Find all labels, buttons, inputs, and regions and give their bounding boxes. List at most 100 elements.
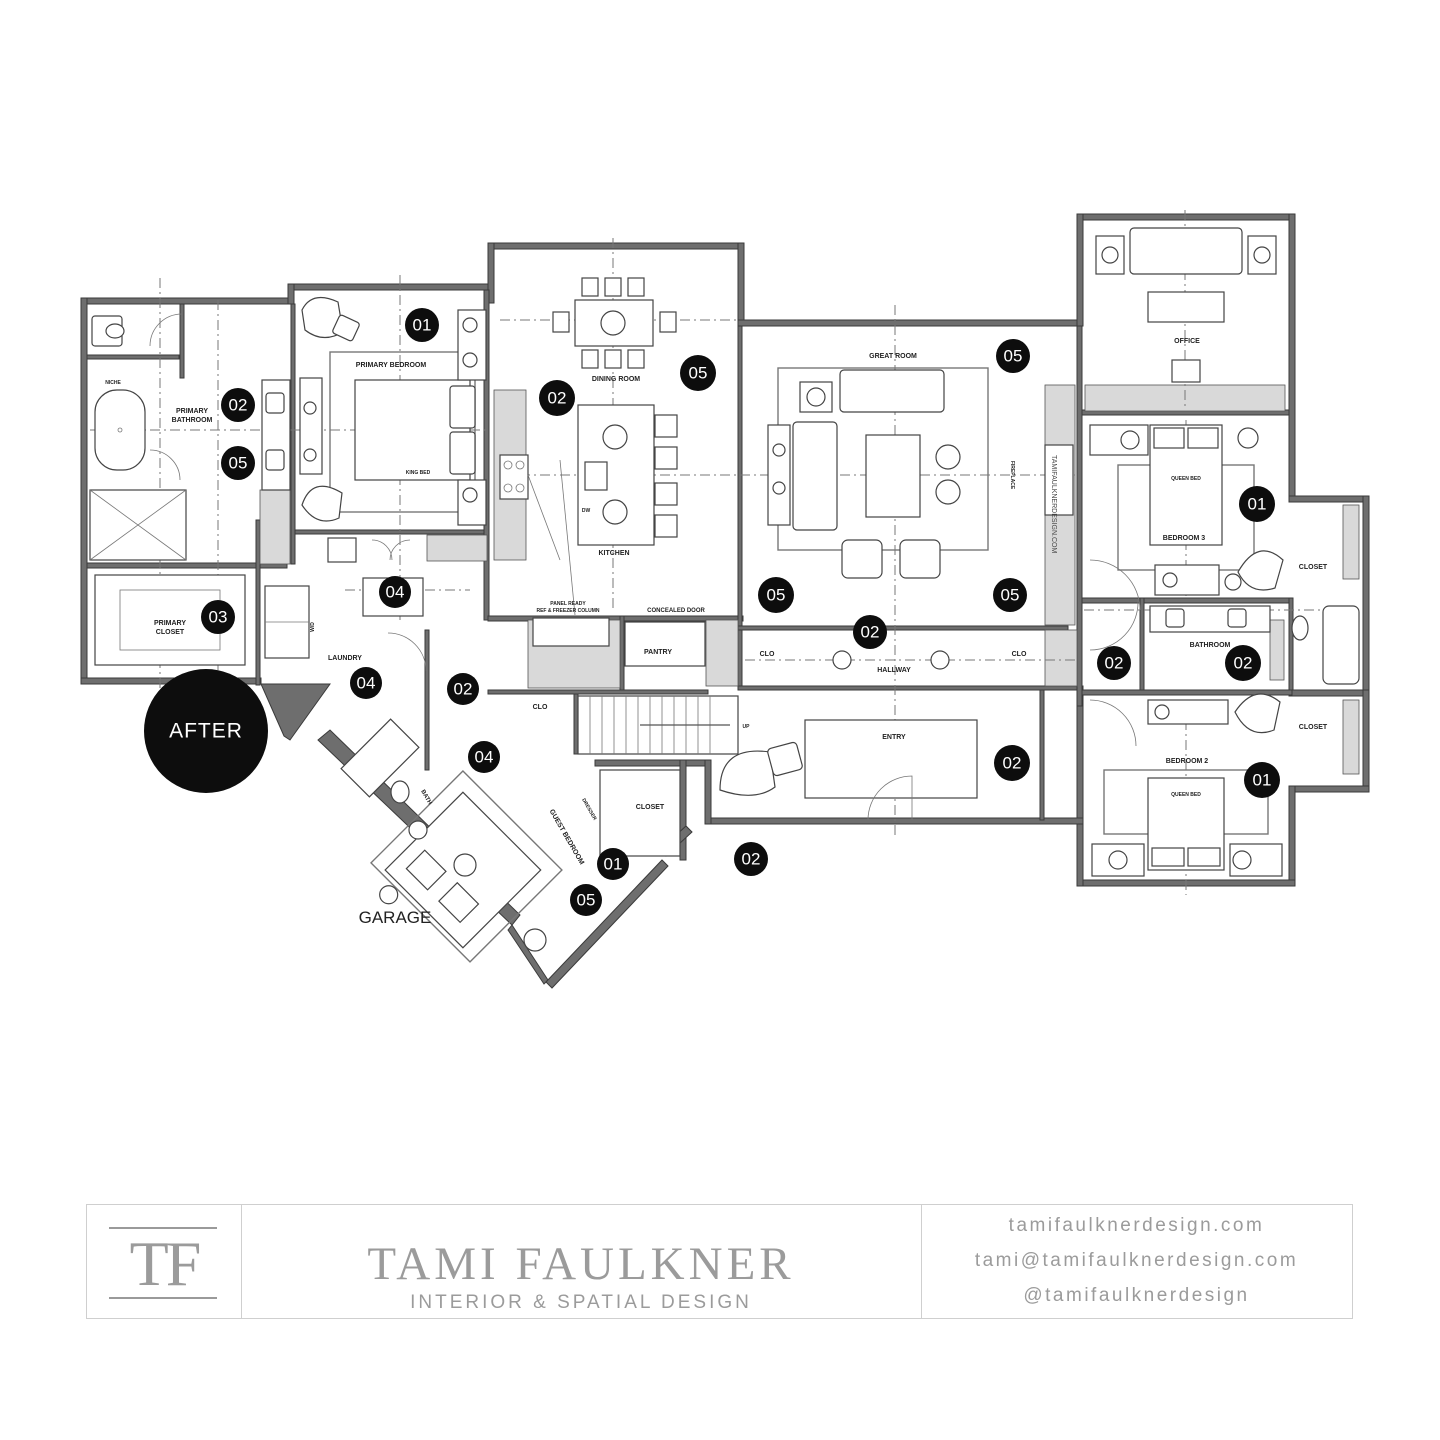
label-dresser: DRESSER xyxy=(580,798,597,822)
label-closet-b3: CLOSET xyxy=(1299,564,1328,571)
tag-guest-bath: 04 xyxy=(468,741,500,773)
brand-name-panel: TAMI FAULKNER INTERIOR & SPATIAL DESIGN xyxy=(241,1205,922,1318)
primary-bedroom-furniture xyxy=(299,296,487,526)
interior-walls xyxy=(86,289,1294,821)
svg-text:02: 02 xyxy=(454,680,473,699)
label-panel-ready-2: REF & FREEZER COLUMN xyxy=(536,608,599,614)
label-dw: DW xyxy=(582,508,591,514)
svg-text:05: 05 xyxy=(767,586,786,605)
tag-primary-closet: 03 xyxy=(201,600,235,634)
svg-text:05: 05 xyxy=(689,364,708,383)
svg-text:03: 03 xyxy=(209,608,228,627)
label-king-bed: KING BED xyxy=(406,470,431,476)
tag-entry: 02 xyxy=(994,745,1030,781)
label-wd: W/D xyxy=(310,622,316,632)
label-bath: BATH xyxy=(419,789,432,806)
svg-text:01: 01 xyxy=(1248,495,1267,514)
tag-guest-b: 05 xyxy=(570,884,602,916)
svg-text:AFTER: AFTER xyxy=(169,720,243,743)
label-bathroom: BATHROOM xyxy=(1190,642,1231,649)
label-hallway: HALLWAY xyxy=(877,667,911,674)
label-bedroom-2: BEDROOM 2 xyxy=(1166,758,1209,765)
tag-bedroom-3: 01 xyxy=(1239,486,1275,522)
tag-dining-a: 02 xyxy=(539,380,575,416)
label-niche: NICHE xyxy=(105,380,121,386)
tag-great-room-tr: 05 xyxy=(996,339,1030,373)
bathroom-fixtures xyxy=(1149,605,1360,685)
label-concealed-door: CONCEALED DOOR xyxy=(647,608,705,614)
svg-text:02: 02 xyxy=(229,396,248,415)
website-link[interactable]: tamifaulknerdesign.com xyxy=(1008,1215,1265,1236)
bedroom-2-furniture xyxy=(1091,693,1283,877)
label-primary-closet-1: PRIMARY xyxy=(154,620,186,627)
tag-primary-bath-b: 05 xyxy=(221,446,255,480)
brand-tagline: INTERIOR & SPATIAL DESIGN xyxy=(410,1292,752,1313)
svg-text:02: 02 xyxy=(1105,654,1124,673)
svg-text:02: 02 xyxy=(1003,754,1022,773)
label-fireplace: FIREPLACE xyxy=(1009,461,1015,490)
logo-rule-top xyxy=(109,1227,217,1229)
brand-name: TAMI FAULKNER xyxy=(367,1238,795,1290)
bedroom-3-furniture xyxy=(1089,424,1284,596)
tag-guest-a: 01 xyxy=(597,848,629,880)
tag-bath-b: 02 xyxy=(1225,645,1261,681)
label-clo-left: CLO xyxy=(760,651,775,658)
label-primary-bathroom-1: PRIMARY xyxy=(176,408,208,415)
email-link[interactable]: tami@tamifaulknerdesign.com xyxy=(974,1250,1299,1271)
label-clo-stair: CLO xyxy=(533,704,548,711)
tag-dining-b: 05 xyxy=(680,355,716,391)
label-queen-bed-2: QUEEN BED xyxy=(1171,792,1201,798)
svg-text:01: 01 xyxy=(604,855,623,874)
tag-bath-a: 02 xyxy=(1097,646,1131,680)
label-entry: ENTRY xyxy=(882,734,906,741)
svg-text:04: 04 xyxy=(357,674,376,693)
plan-watermark: TAMIFAULKNERDESIGN.COM xyxy=(1050,455,1057,553)
svg-text:02: 02 xyxy=(548,389,567,408)
contact-panel: tamifaulknerdesign.com tami@tamifaulkner… xyxy=(921,1205,1352,1318)
label-closet-entry: CLOSET xyxy=(636,804,665,811)
svg-text:05: 05 xyxy=(1004,347,1023,366)
svg-text:02: 02 xyxy=(742,850,761,869)
label-queen-bed-3: QUEEN BED xyxy=(1171,476,1201,482)
number-tags: 01 02 05 03 04 04 02 04 02 05 05 05 05 0… xyxy=(201,308,1280,916)
tag-mudroom: 02 xyxy=(447,673,479,705)
laundry-guest-wing xyxy=(264,537,563,963)
stairs xyxy=(577,695,739,755)
logo-panel: TF xyxy=(87,1205,242,1318)
svg-text:05: 05 xyxy=(229,454,248,473)
label-dining-room: DINING ROOM xyxy=(592,376,640,383)
tag-laundry: 04 xyxy=(350,667,382,699)
label-great-room: GREAT ROOM xyxy=(869,353,917,360)
label-garage: GARAGE xyxy=(359,908,432,927)
hallway-entry xyxy=(577,559,1141,857)
after-badge: AFTER xyxy=(144,669,268,793)
tag-laundry-door: 04 xyxy=(379,576,411,608)
label-bedroom-3: BEDROOM 3 xyxy=(1163,535,1206,542)
tag-great-room-br: 05 xyxy=(993,578,1027,612)
label-laundry: LAUNDRY xyxy=(328,655,362,662)
label-primary-closet-2: CLOSET xyxy=(156,629,185,636)
tag-great-room-bl: 05 xyxy=(758,577,794,613)
brand-logo: TF xyxy=(129,1228,202,1299)
tag-primary-bedroom: 01 xyxy=(405,308,439,342)
tag-bedroom-2: 01 xyxy=(1244,762,1280,798)
tag-primary-bath-a: 02 xyxy=(221,388,255,422)
kitchen-dining-furniture xyxy=(499,277,706,667)
label-primary-bathroom-2: BATHROOM xyxy=(172,417,213,424)
svg-text:01: 01 xyxy=(1253,771,1272,790)
label-office: OFFICE xyxy=(1174,338,1200,345)
great-room-furniture xyxy=(767,367,1074,579)
tag-porch: 02 xyxy=(734,842,768,876)
label-primary-bedroom: PRIMARY BEDROOM xyxy=(356,362,427,369)
logo-rule-bottom xyxy=(109,1297,217,1299)
tag-hallway: 02 xyxy=(853,615,887,649)
svg-text:01: 01 xyxy=(413,316,432,335)
label-kitchen: KITCHEN xyxy=(598,550,629,557)
svg-text:02: 02 xyxy=(1234,654,1253,673)
social-handle[interactable]: @tamifaulknerdesign xyxy=(1023,1285,1250,1306)
brand-footer: TF TAMI FAULKNER INTERIOR & SPATIAL DESI… xyxy=(86,1204,1353,1319)
primary-suite-fixtures xyxy=(89,313,291,666)
svg-text:04: 04 xyxy=(386,583,405,602)
svg-text:04: 04 xyxy=(475,748,494,767)
